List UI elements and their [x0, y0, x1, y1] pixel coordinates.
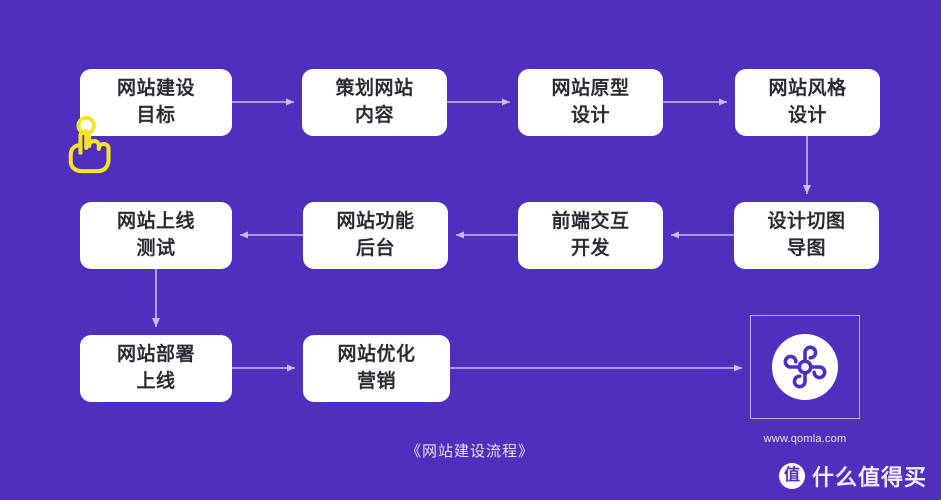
flow-node[interactable]: 网站功能 后台	[303, 202, 448, 269]
node-line-1: 网站原型	[551, 77, 630, 99]
node-line-2: 内容	[354, 104, 394, 126]
node-line-1: 网站部署	[116, 343, 195, 365]
node-line-1: 网站风格	[768, 77, 847, 99]
flow-node[interactable]: 网站原型 设计	[518, 69, 663, 136]
node-line-2: 导图	[786, 237, 826, 259]
logo-disc	[772, 334, 838, 400]
flow-node[interactable]: 网站建设 目标	[80, 69, 232, 136]
node-line-1: 网站建设	[116, 77, 195, 99]
brand-url-label: www.qomla.com	[763, 433, 847, 445]
qomla-knot-icon	[783, 345, 827, 389]
node-line-2: 测试	[136, 237, 176, 259]
node-line-1: 网站优化	[337, 343, 416, 365]
diagram-caption: 《网站建设流程》	[405, 443, 534, 460]
flow-node[interactable]: 设计切图 导图	[734, 202, 879, 269]
node-line-2: 上线	[136, 370, 176, 392]
tap-hand-cursor-icon	[68, 115, 111, 174]
node-line-2: 设计	[570, 104, 610, 126]
watermark-badge: 值	[778, 463, 805, 489]
node-line-1: 网站功能	[336, 210, 415, 232]
flow-node[interactable]: 网站风格 设计	[735, 69, 880, 136]
node-line-1: 设计切图	[767, 210, 846, 232]
flow-node[interactable]: 前端交互 开发	[518, 202, 663, 269]
node-line-1: 策划网站	[335, 77, 414, 99]
flow-node[interactable]: 网站上线 测试	[80, 202, 232, 269]
node-line-2: 开发	[570, 237, 610, 259]
flow-node[interactable]: 网站优化 营销	[303, 335, 450, 402]
flow-node[interactable]: 策划网站 内容	[302, 69, 447, 136]
node-line-2: 设计	[787, 104, 827, 126]
node-line-1: 网站上线	[116, 210, 195, 232]
watermark-text: 什么值得买	[811, 465, 927, 490]
flow-node[interactable]: 网站部署 上线	[80, 335, 232, 402]
node-line-2: 营销	[356, 370, 396, 392]
node-line-1: 前端交互	[551, 210, 630, 232]
node-line-2: 后台	[355, 237, 395, 259]
watermark: 值 什么值得买	[778, 460, 927, 492]
node-line-2: 目标	[136, 104, 176, 126]
brand-logo-box[interactable]	[750, 315, 860, 419]
